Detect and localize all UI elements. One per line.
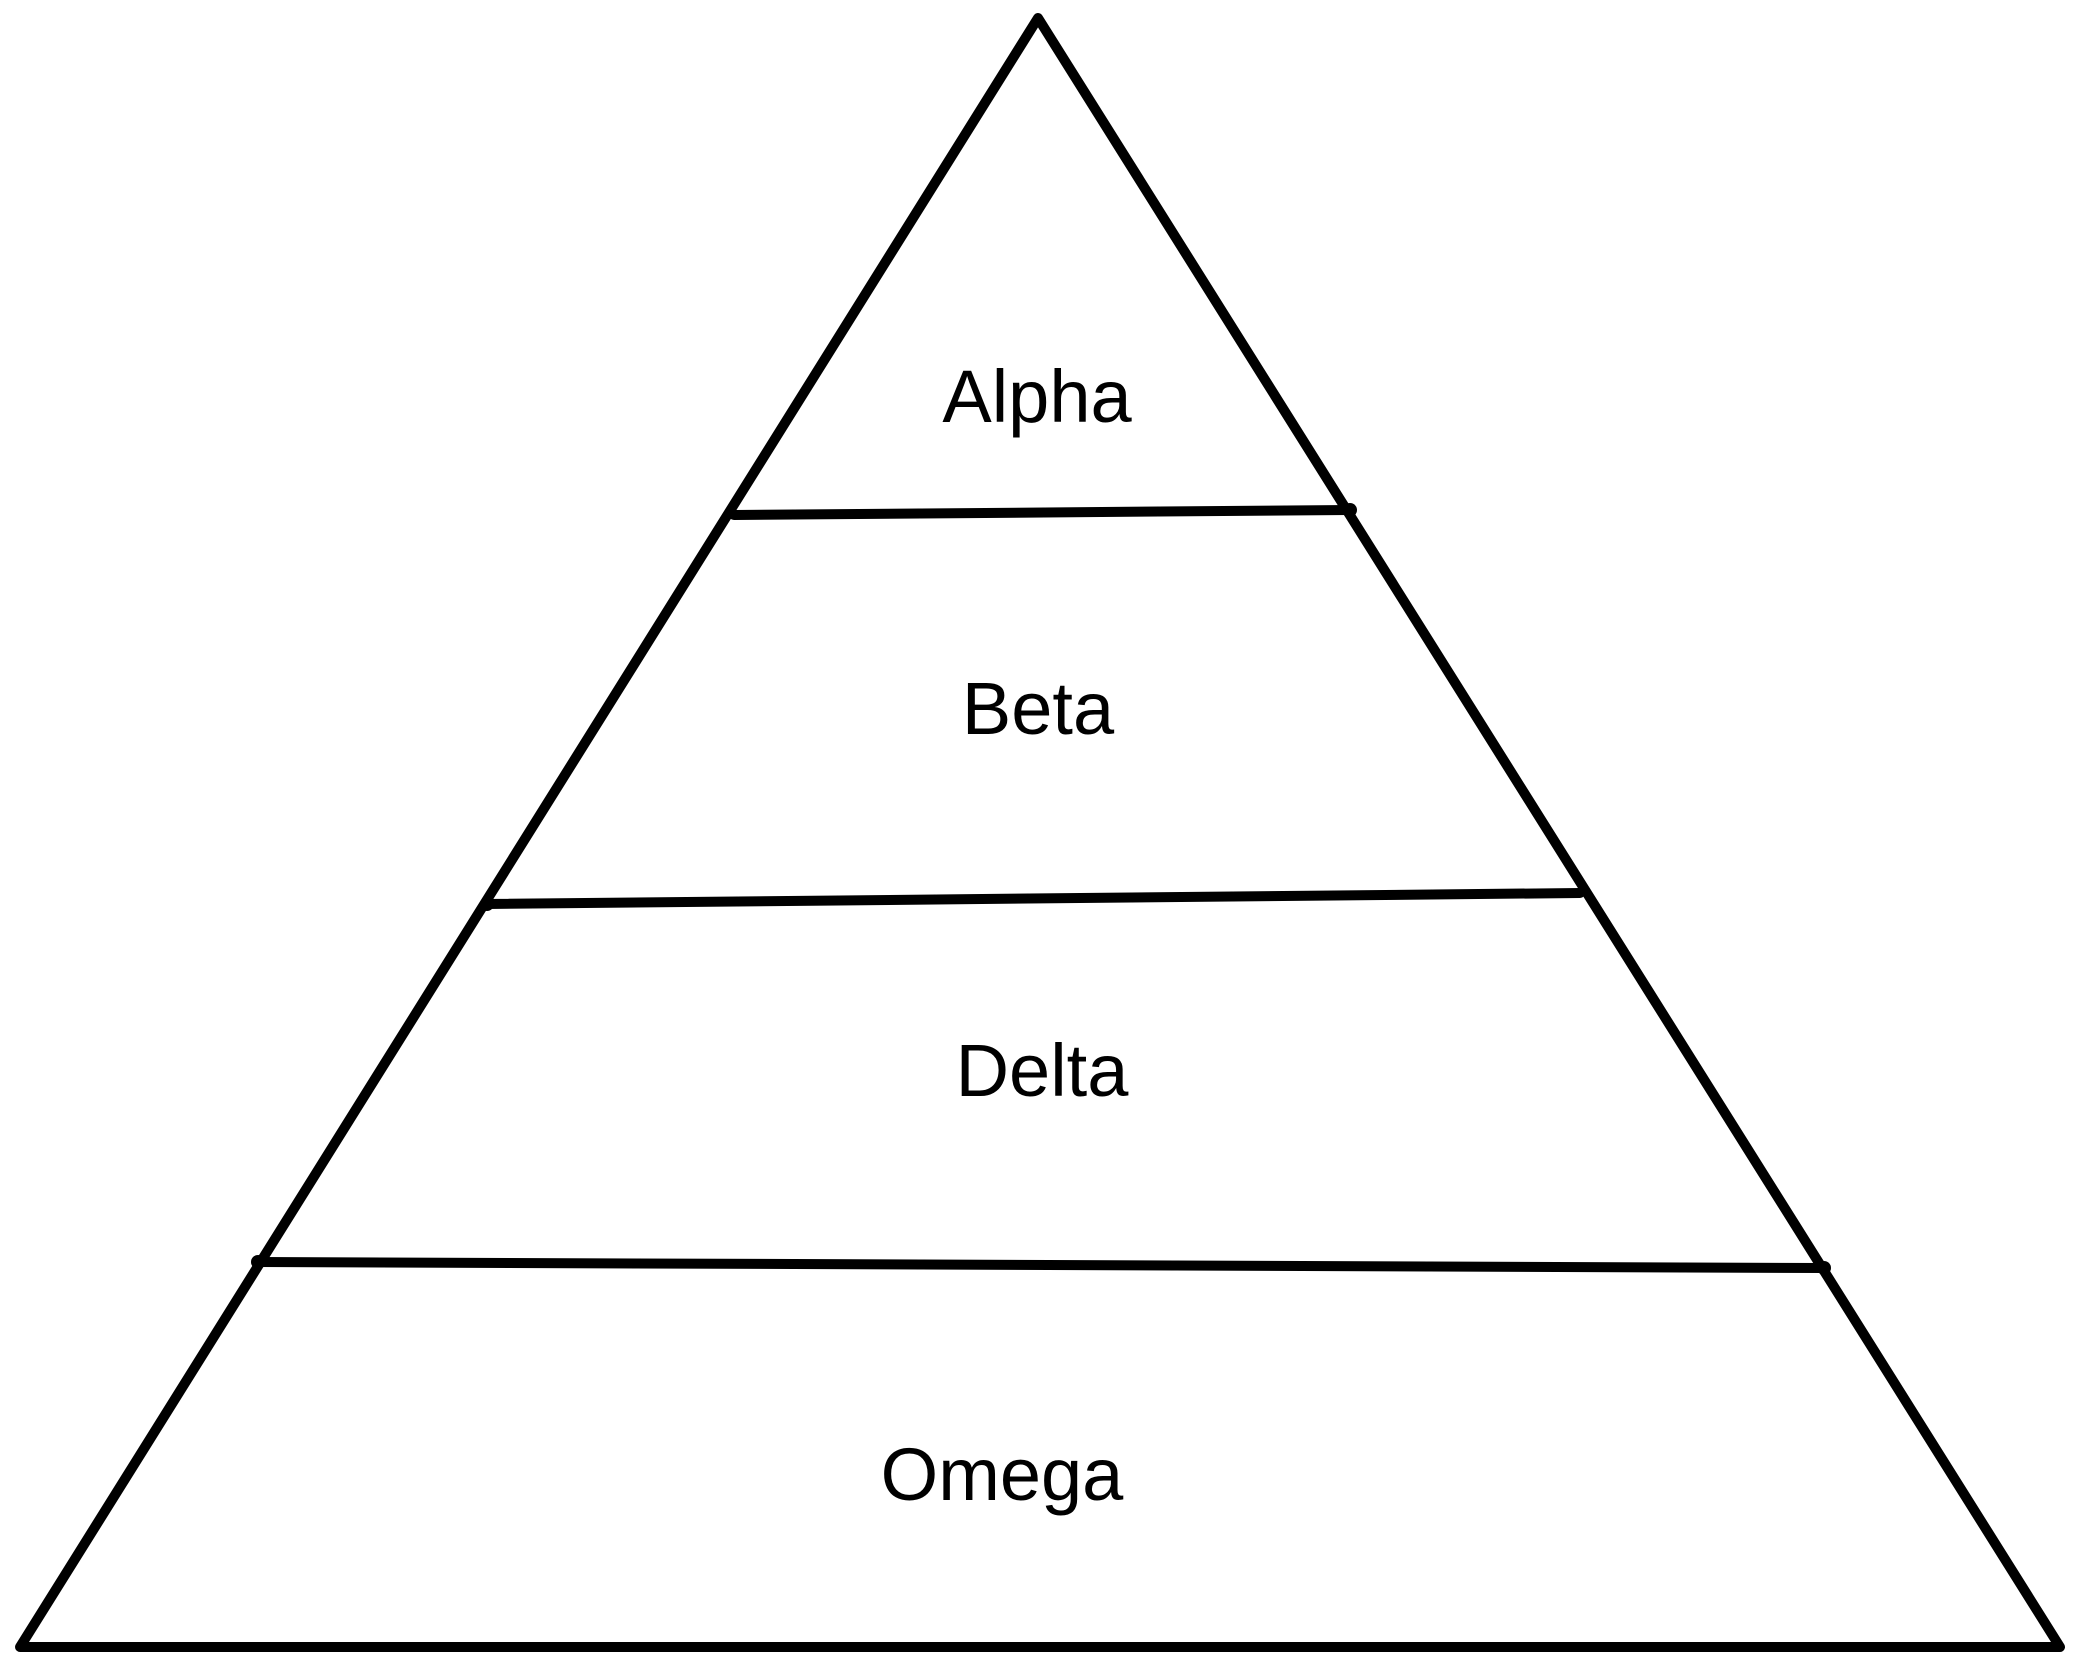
tier-label-alpha: Alpha (942, 355, 1132, 438)
divider-endpoint-dot (251, 1255, 265, 1269)
divider-endpoint-dot (1817, 1261, 1831, 1275)
tier-label-omega: Omega (881, 1433, 1125, 1516)
tier-label-beta: Beta (962, 667, 1115, 750)
divider-endpoint-dot (1343, 503, 1357, 517)
divider-beta-delta (482, 888, 1585, 909)
pyramid-outline (15, 13, 2065, 1652)
divider-delta-omega (253, 1257, 1829, 1273)
divider-endpoint-dot (480, 897, 494, 911)
tier-label-delta: Delta (956, 1029, 1130, 1112)
divider-alpha-beta (729, 505, 1355, 520)
